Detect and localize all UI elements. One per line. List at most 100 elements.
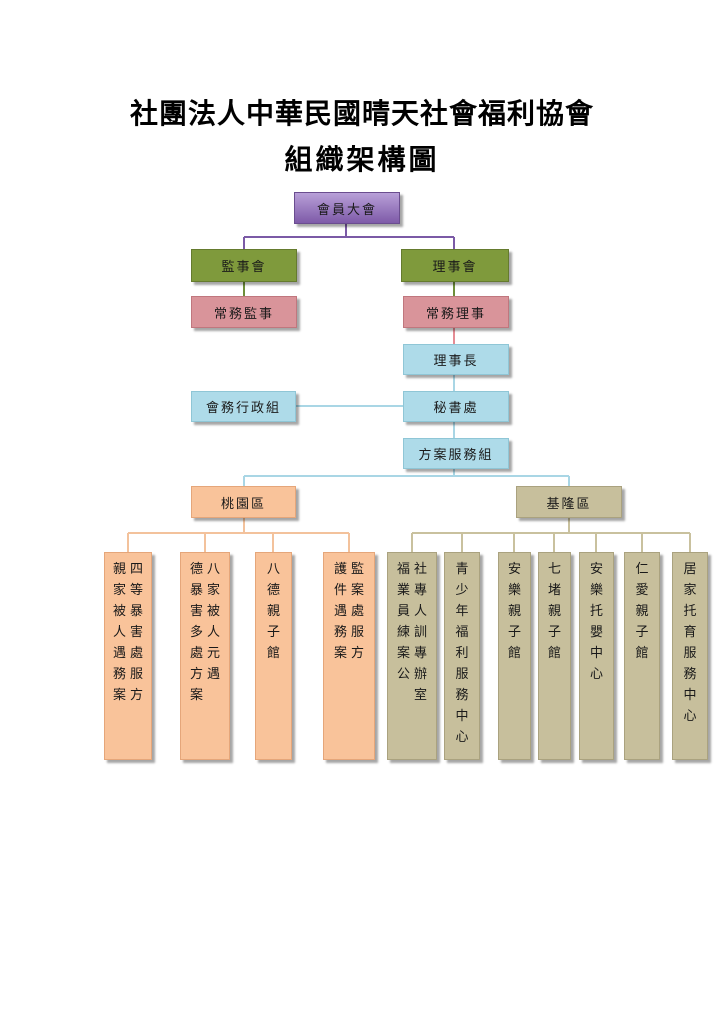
node-standing-director: 常務理事 [403, 296, 509, 328]
unit-glyph: 方 [189, 667, 203, 682]
unit-column: 社專人訓專辦室 [414, 559, 427, 759]
node-keelung-district: 基隆區 [516, 486, 622, 518]
unit-glyph: 案 [396, 646, 410, 661]
unit-column: 仁愛親子館 [635, 559, 648, 759]
unit-glyph: 家 [112, 583, 126, 598]
unit-glyph: 青 [455, 562, 469, 577]
unit-glyph: 遇 [112, 646, 126, 661]
unit-glyph: 子 [547, 625, 561, 640]
unit-glyph: 務 [683, 667, 697, 682]
node-supervisors-council: 監事會 [191, 249, 297, 282]
unit-glyph: 心 [455, 730, 469, 745]
unit-glyph: 德 [189, 562, 203, 577]
unit-glyph: 遇 [333, 604, 347, 619]
unit-glyph: 親 [266, 604, 280, 619]
unit-glyph: 中 [683, 688, 697, 703]
unit-column: 青少年福利服務中心 [455, 559, 468, 759]
unit-glyph: 護 [333, 562, 347, 577]
unit-glyph: 公 [396, 667, 410, 682]
unit-glyph: 家 [207, 583, 221, 598]
unit-glyph: 嬰 [589, 625, 603, 640]
unit-glyph: 害 [189, 604, 203, 619]
unit-glyph: 托 [683, 604, 697, 619]
unit-glyph: 年 [455, 604, 469, 619]
unit-column: 安樂親子館 [508, 559, 521, 759]
unit-glyph: 家 [683, 583, 697, 598]
unit-glyph: 處 [189, 646, 203, 661]
unit-glyph: 業 [396, 583, 410, 598]
unit-glyph: 親 [112, 562, 126, 577]
node-general-assembly: 會員大會 [294, 192, 400, 224]
unit-glyph: 案 [333, 646, 347, 661]
unit-glyph: 專 [414, 646, 428, 661]
unit-glyph: 訓 [414, 625, 428, 640]
unit-glyph: 親 [547, 604, 561, 619]
unit-glyph: 社 [414, 562, 428, 577]
unit-keelung-7: 居家托育服務中心 [672, 552, 708, 760]
unit-glyph: 辦 [414, 667, 428, 682]
unit-glyph: 中 [589, 646, 603, 661]
unit-glyph: 心 [589, 667, 603, 682]
unit-glyph: 育 [683, 625, 697, 640]
node-admin-group: 會務行政組 [191, 391, 296, 422]
unit-glyph: 處 [130, 646, 144, 661]
unit-column: 護件遇務案 [334, 559, 347, 759]
unit-glyph: 仁 [635, 562, 649, 577]
unit-glyph: 方 [130, 688, 144, 703]
unit-glyph: 館 [266, 646, 280, 661]
unit-glyph: 遇 [207, 667, 221, 682]
node-directors-council: 理事會 [401, 249, 509, 282]
unit-glyph: 館 [635, 646, 649, 661]
unit-glyph: 安 [507, 562, 521, 577]
unit-column: 居家托育服務中心 [683, 559, 696, 759]
unit-column: 親家被人遇務案 [113, 559, 126, 759]
unit-glyph: 托 [589, 604, 603, 619]
unit-glyph: 八 [207, 562, 221, 577]
unit-keelung-3: 安樂親子館 [498, 552, 531, 760]
unit-glyph: 樂 [589, 583, 603, 598]
unit-glyph: 害 [130, 625, 144, 640]
unit-glyph: 堵 [547, 583, 561, 598]
unit-keelung-5: 安樂托嬰中心 [579, 552, 614, 760]
unit-taoyuan-3: 八德親子館 [255, 552, 292, 760]
unit-glyph: 愛 [635, 583, 649, 598]
unit-glyph: 室 [414, 688, 428, 703]
unit-column: 八家被人元遇 [207, 559, 220, 759]
unit-column: 八德親子館 [267, 559, 280, 759]
unit-taoyuan-1: 四等暴害處服方 親家被人遇務案 [104, 552, 152, 760]
unit-glyph: 心 [683, 709, 697, 724]
unit-glyph: 元 [207, 646, 221, 661]
unit-glyph: 福 [455, 625, 469, 640]
unit-glyph: 人 [414, 604, 428, 619]
unit-glyph: 親 [507, 604, 521, 619]
unit-glyph: 處 [351, 604, 365, 619]
node-chairman: 理事長 [403, 344, 509, 375]
unit-glyph: 四 [130, 562, 144, 577]
unit-column: 四等暴害處服方 [130, 559, 143, 759]
node-standing-supervisor: 常務監事 [191, 296, 297, 328]
unit-glyph: 暴 [130, 604, 144, 619]
unit-glyph: 被 [207, 604, 221, 619]
unit-glyph: 八 [266, 562, 280, 577]
unit-glyph: 子 [507, 625, 521, 640]
unit-glyph: 服 [455, 667, 469, 682]
unit-keelung-4: 七堵親子館 [538, 552, 571, 760]
node-taoyuan-district: 桃園區 [191, 486, 296, 518]
unit-glyph: 樂 [507, 583, 521, 598]
unit-keelung-6: 仁愛親子館 [624, 552, 660, 760]
unit-glyph: 親 [635, 604, 649, 619]
unit-taoyuan-2: 八家被人元遇 德暴害多處方案 [180, 552, 230, 760]
unit-glyph: 件 [333, 583, 347, 598]
unit-glyph: 務 [455, 688, 469, 703]
unit-glyph: 案 [351, 583, 365, 598]
unit-glyph: 服 [351, 625, 365, 640]
unit-glyph: 安 [589, 562, 603, 577]
unit-glyph: 等 [130, 583, 144, 598]
chart-title-line2: 組織架構圖 [284, 143, 440, 176]
unit-glyph: 子 [266, 625, 280, 640]
unit-glyph: 居 [683, 562, 697, 577]
chart-title-line1: 社團法人中華民國晴天社會福利協會 [129, 97, 594, 130]
unit-glyph: 案 [189, 688, 203, 703]
